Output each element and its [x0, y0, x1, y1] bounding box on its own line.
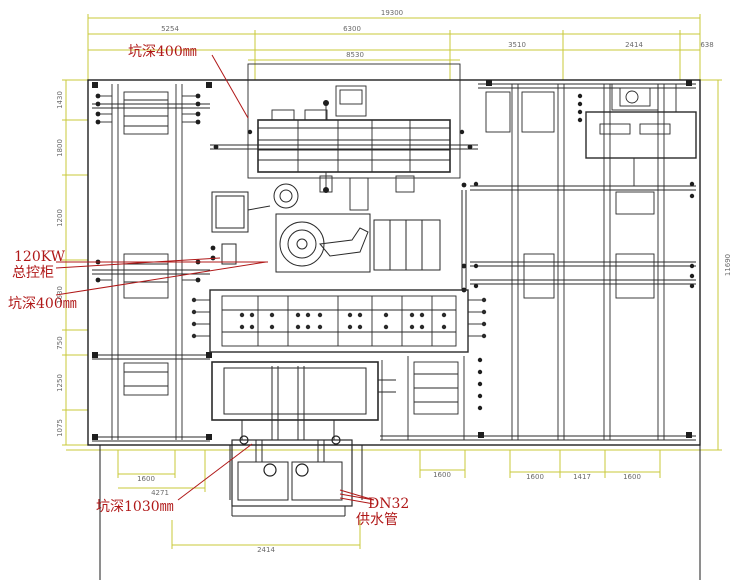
dim-bottom-4: 1600 [526, 473, 544, 481]
water-pipe-size-label: DN32 [368, 496, 410, 512]
dip-tank [211, 361, 396, 517]
left-conveyor-valves [92, 82, 212, 440]
dim-bottom-6: 1600 [623, 473, 641, 481]
water-pipe-label: 供水管 [356, 512, 398, 528]
dimension-lines [62, 14, 722, 549]
dim-top-seg-5: 638 [700, 41, 713, 49]
dim-left-4: 1630 [56, 286, 64, 304]
dim-bottom-7: 2414 [257, 546, 275, 554]
leader-lines [55, 54, 375, 505]
dip-tank-pumps [239, 435, 341, 477]
dim-top-seg-2: 6300 [343, 25, 361, 33]
pit-depth-bottom-label: 坑深1030㎜ [96, 499, 174, 515]
control-cabinet-label: 总控柜 [12, 265, 54, 281]
washing-tank [196, 289, 482, 353]
dim-top-seg-4: 2414 [625, 41, 643, 49]
top-line-fittings [213, 100, 473, 193]
dim-left-1: 1430 [56, 91, 64, 109]
central-equipment [211, 183, 467, 290]
dimension-values: 19300 5254 6300 3510 2414 638 8530 11690… [56, 9, 732, 554]
dim-left-2: 1800 [56, 139, 64, 157]
dim-left-6: 1250 [56, 374, 64, 392]
dim-top-seg-3: 3510 [508, 41, 526, 49]
pit-depth-left-label: 坑深400㎜ [8, 296, 77, 312]
dim-overall-height: 11690 [724, 254, 732, 276]
dim-top-seg-1: 5254 [161, 25, 179, 33]
dim-left-7: 1075 [56, 419, 64, 437]
control-cabinet-power-label: 120KW [14, 249, 66, 265]
dim-bottom-5: 1417 [573, 473, 591, 481]
dim-bottom-2: 4271 [151, 489, 169, 497]
dim-bottom-1: 1600 [137, 475, 155, 483]
dim-left-5: 750 [56, 336, 64, 349]
pit-depth-top-label: 坑深400㎜ [128, 44, 197, 60]
dim-left-3: 1200 [56, 209, 64, 227]
top-process-line [210, 63, 478, 211]
right-conveyor [470, 83, 697, 441]
washing-tank-nozzles [191, 297, 487, 339]
central-dots [210, 182, 467, 293]
right-conveyor-valves [473, 80, 695, 438]
dim-inner-top: 8530 [346, 51, 364, 59]
right-lower-rack [380, 356, 482, 441]
dim-bottom-3: 1600 [433, 471, 451, 479]
dim-overall-width: 19300 [381, 9, 403, 17]
